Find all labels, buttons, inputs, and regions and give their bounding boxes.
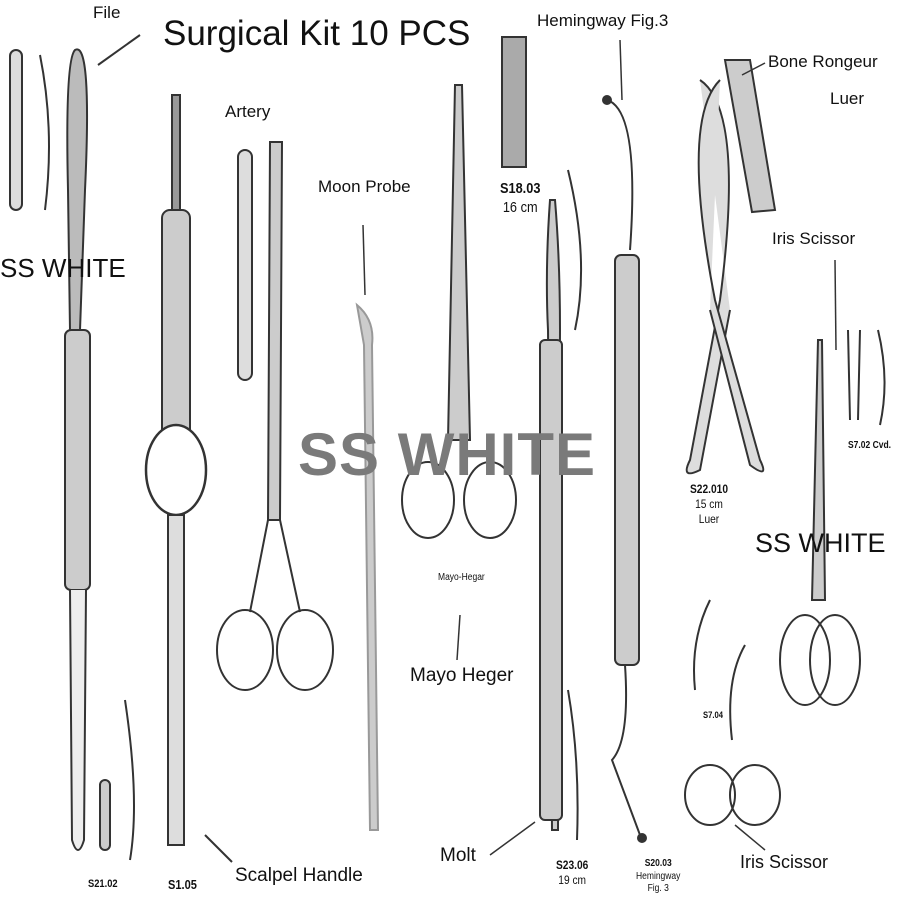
code-s20-fig: Fig. 3 [647,883,669,894]
label-scalpel-handle: Scalpel Handle [235,865,363,886]
code-s23-number: S23.06 [556,858,589,872]
code-s20: S20.03 Hemingway Fig. 3 [636,858,680,896]
label-file: File [93,3,121,22]
iris-scissor-straight [779,329,886,706]
iris-scissor-curved [684,599,781,826]
code-s22-number: S22.010 [690,482,729,496]
file-instrument [9,48,135,861]
code-s23-size: 19 cm [558,873,587,887]
label-bone-rongeur-luer: Luer [830,89,865,108]
code-s18-size: 16 cm [502,198,538,216]
label-hemingway: Hemingway Fig.3 [537,11,669,30]
code-s704: S7.04 [703,710,724,720]
rongeur-tip-detail [501,36,527,168]
artery-forceps-instrument [216,141,334,691]
code-s23: S23.06 19 cm [556,858,588,888]
leader-hemingway [619,39,623,101]
leader-scalpel [204,834,233,863]
code-mayo-hegar: Mayo-Hegar [438,572,485,583]
code-s105: S1.05 [168,877,197,892]
watermark-center: SS WHITE [298,421,597,488]
page-title: Surgical Kit 10 PCS [163,14,471,53]
code-s702: S7.02 Cvd. [848,440,892,451]
code-s20-name: Hemingway [636,870,681,882]
watermark-left: SS WHITE [0,253,126,283]
bone-rongeur-instrument [685,59,777,475]
label-iris-scissor-bottom: Iris Scissor [740,852,829,872]
leader-iris-bottom [734,824,766,851]
label-molt: Molt [440,845,476,866]
code-s18: S18.03 16 cm [500,180,540,218]
molt-elevator-instrument [539,169,583,841]
leader-rongeur [741,62,766,76]
label-bone-rongeur: Bone Rongeur [768,52,878,71]
label-mayo-heger: Mayo Heger [410,665,514,686]
code-s18-number: S18.03 [500,180,541,197]
label-artery: Artery [225,102,271,121]
scalpel-handle-instrument [144,94,208,846]
moon-probe-instrument [355,224,380,831]
mayo-hegar-needle-holder [401,84,517,661]
code-s22: S22.010 15 cm Luer [690,482,728,527]
code-s22-size: 15 cm [695,497,723,511]
code-s20-number: S20.03 [644,858,672,869]
code-s21: S21.02 [88,878,118,890]
leader-file [97,34,141,66]
hemingway-curette-instrument [602,95,647,843]
label-iris-scissor-top: Iris Scissor [772,229,856,248]
label-moon-probe: Moon Probe [318,177,411,196]
watermark-right: SS WHITE [755,528,886,558]
leader-molt [489,821,536,856]
leader-iris-top [834,259,837,351]
code-s22-name: Luer [698,512,720,526]
